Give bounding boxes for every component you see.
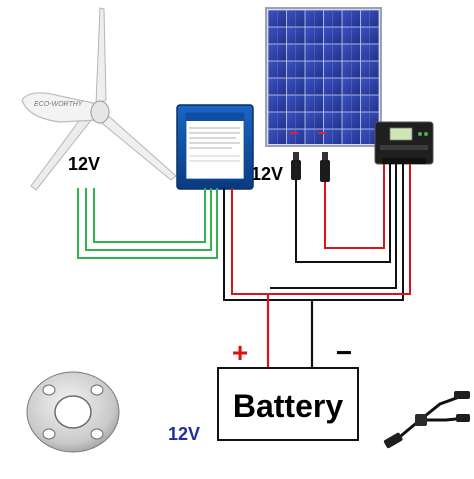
wind-charge-controller <box>176 104 254 190</box>
black-wire <box>270 164 397 289</box>
solar-controller-terminals <box>382 158 426 164</box>
green-wire <box>77 188 218 259</box>
solar-voltage-label: 12V <box>251 164 283 184</box>
battery: Battery + − 12V <box>168 337 359 444</box>
mc4-connector-left <box>291 160 301 180</box>
battery-leads <box>266 294 314 368</box>
solar-controller-lcd <box>389 127 413 141</box>
flange-bolt-hole <box>90 384 104 396</box>
green-wire <box>93 188 206 243</box>
turbine-blade-right <box>97 111 177 181</box>
black-wire <box>223 164 404 301</box>
red-wire <box>324 164 385 249</box>
turbine-brand-mark: ECO-WORTHY <box>34 101 84 108</box>
wind-controller-terminal-block <box>196 182 244 188</box>
solar-panel <box>265 7 382 147</box>
green-wire <box>85 188 212 251</box>
wind-turbine: ECO-WORTHY 12V <box>21 7 177 191</box>
red-wire <box>231 164 411 295</box>
mc4-cap-right <box>322 152 328 160</box>
wind-wires-green <box>77 188 218 259</box>
y-branch-junction <box>415 414 427 426</box>
solar-output-wires <box>270 164 397 289</box>
flange-bolt-hole <box>42 428 56 440</box>
flange-bolt-hole <box>90 428 104 440</box>
y-branch-plug <box>456 414 470 422</box>
mc4-connector-right <box>320 160 330 182</box>
battery-minus-sign: − <box>336 337 352 368</box>
battery-label: Battery <box>233 388 343 424</box>
battery-voltage-label: 12V <box>168 424 200 444</box>
solar-controller-button <box>418 132 422 136</box>
flange-center-hole <box>54 395 92 429</box>
solar-controller-button <box>424 132 428 136</box>
solar-cells <box>268 10 379 144</box>
y-branch-connector <box>383 391 470 449</box>
flange-bolt-hole <box>42 384 56 396</box>
mc4-panel-connectors: 12V <box>251 152 330 184</box>
battery-plus-sign: + <box>232 337 248 368</box>
turbine-hub <box>90 100 110 124</box>
solar-terminal-neg <box>318 132 326 134</box>
turbine-blade-top <box>95 7 107 105</box>
black-wire <box>295 164 391 263</box>
mc4-cap-left <box>293 152 299 160</box>
solar-charge-controller <box>374 121 434 165</box>
wind-controller-label-plate <box>185 112 245 180</box>
wind-voltage-label: 12V <box>68 154 100 174</box>
mounting-flange <box>26 371 120 453</box>
solar-controller-strip <box>380 145 428 150</box>
solar-input-wires <box>295 164 391 263</box>
y-branch-plug <box>383 432 403 449</box>
wind-controller-output-wires <box>223 164 411 301</box>
y-branch-plug <box>454 391 470 399</box>
wind-controller-plate-header <box>186 113 244 121</box>
y-branch-cable <box>395 394 463 442</box>
solar-terminal-pos <box>290 132 298 134</box>
battery-box <box>217 367 359 441</box>
